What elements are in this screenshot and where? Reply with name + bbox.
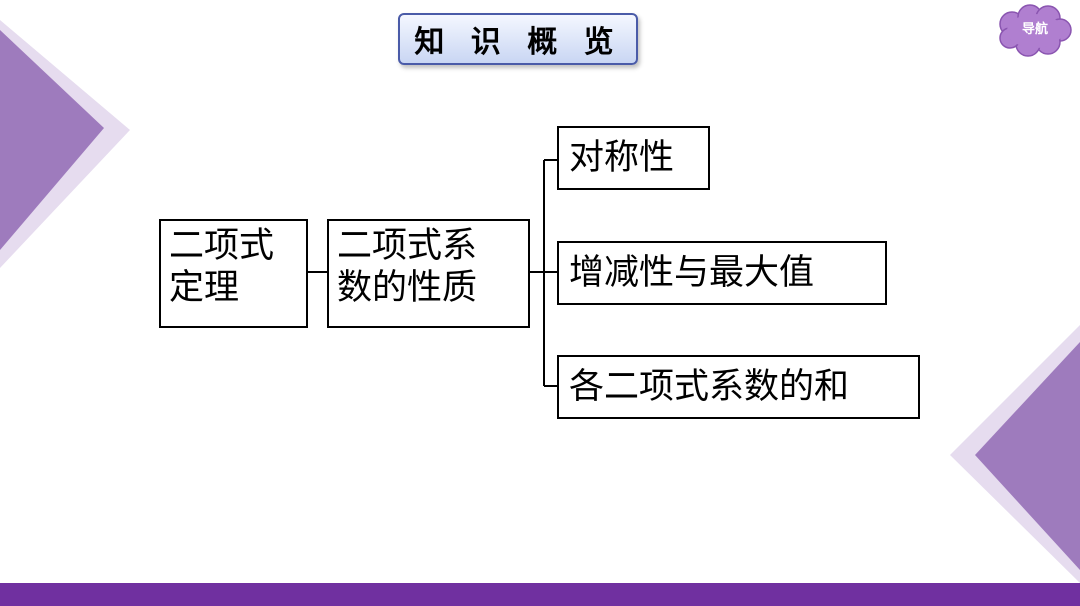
node-binomial-theorem-line1: 二项式 — [169, 226, 275, 266]
node-sum-of-coefficients: 各二项式系数的和 — [557, 355, 920, 419]
node-binomial-theorem: 二项式 定理 — [159, 219, 308, 328]
page-title: 知 识 概 览 — [398, 13, 638, 65]
node-coefficient-properties-line2: 数的性质 — [337, 268, 478, 308]
node-symmetry: 对称性 — [557, 126, 710, 190]
nav-button[interactable]: 导航 — [996, 4, 1074, 58]
cloud-icon — [999, 4, 1072, 57]
footer-bar — [0, 583, 1080, 606]
nav-label: 导航 — [1021, 22, 1048, 37]
node-coefficient-properties: 二项式系 数的性质 — [327, 219, 530, 328]
node-coefficient-properties-line1: 二项式系 — [337, 226, 478, 266]
node-binomial-theorem-line2: 定理 — [169, 268, 240, 308]
node-monotonicity-and-maximum: 增减性与最大值 — [557, 241, 887, 305]
